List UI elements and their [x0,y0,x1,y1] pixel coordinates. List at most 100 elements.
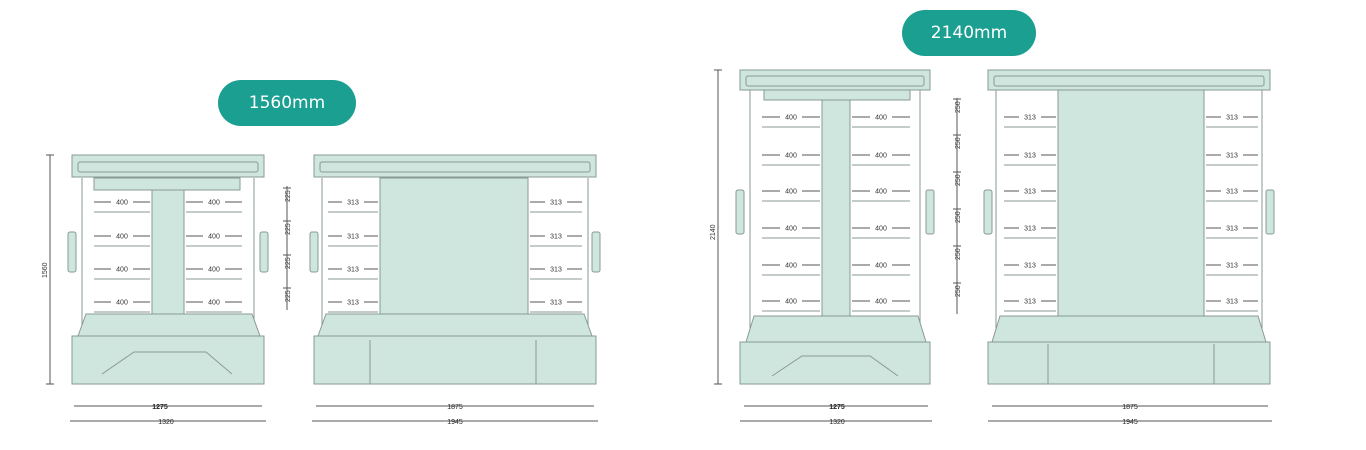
tall-side-view: 2140 400 400 400 400 400 400 400 400 400 400 400 40… [710,69,962,426]
tall-pitch-label-6: 250 [955,285,962,297]
tall-front-inner-width: 1875 [1122,404,1138,411]
tall-side-left-shelf-3-label: 400 [785,189,797,196]
tall-front-right-shelf-1-label-bg [1221,113,1243,121]
tall-front-left-shelf-6-label-bg [1019,297,1041,305]
short-pitch-label-2: 225 [285,223,292,235]
short-side-right-shelf-4-label: 400 [208,300,220,307]
short-side-left-shelf-3-label-bg [111,265,133,273]
tall-front-left-shelf-3-label-bg [1019,187,1041,195]
tall-front-right-shelf-3-label: 313 [1226,189,1238,196]
tall-front-left-shelf-5-label: 313 [1024,263,1036,270]
short-side-right-shelf-1-label: 400 [208,200,220,207]
short-front-right-shelf-2-label: 313 [550,234,562,241]
short-side-left-shelf-2-label: 400 [116,234,128,241]
short-front-right-shelf-1-label: 313 [550,200,562,207]
short-height-label: 1560 [42,262,49,278]
tall-front-right-shelf-6-label: 313 [1226,299,1238,306]
tall-side-left-shelf-6-label-bg [780,297,802,305]
tall-side-left-shelf-2-label: 400 [785,153,797,160]
tall-side-right-shelf-5-label: 400 [875,263,887,270]
short-front-left-shelf-3-label: 313 [347,267,359,274]
tall-pitch-label-5: 250 [955,248,962,260]
tall-side-right-shelf-3-label: 400 [875,189,887,196]
tall-side-left-shelf-5-label-bg [780,261,802,269]
tall-pitch-label-2: 250 [955,137,962,149]
tall-side-left-shelf-2-label-bg [780,151,802,159]
tall-pitch-label-3: 250 [955,174,962,186]
tall-side-right-shelf-1-label-bg [870,113,892,121]
tall-side-right-shelf-5-label-bg [870,261,892,269]
tall-side-right-shelf-3-label-bg [870,187,892,195]
short-side-right-shelf-2-label: 400 [208,234,220,241]
short-front-right-shelf-3-label: 313 [550,267,562,274]
tall-front-right-shelf-3-label-bg [1221,187,1243,195]
short-front-right-shelf-1-label-bg [545,198,567,206]
tall-front-left-shelf-1-label: 313 [1024,115,1036,122]
height-badge-2140: 2140mm [902,10,1036,56]
short-front-inner-width: 1875 [447,404,463,411]
tall-side-left-shelf-5-label: 400 [785,263,797,270]
short-front-right-shelf-4-label: 313 [550,300,562,307]
short-front-left-shelf-2-label-bg [342,232,364,240]
short-side-right-shelf-2-label-bg [203,232,225,240]
short-pitch-label-3: 225 [285,257,292,269]
short-front-left-shelf-3-label-bg [342,265,364,273]
tall-front-right-shelf-4-label: 313 [1226,226,1238,233]
tall-front-right-shelf-5-label-bg [1221,261,1243,269]
tall-front-left-shelf-1-label-bg [1019,113,1041,121]
tall-side-right-shelf-6-label: 400 [875,299,887,306]
tall-front-left-shelf-6-label: 313 [1024,299,1036,306]
tall-front-right-shelf-1-label: 313 [1226,115,1238,122]
short-front-left-shelf-2-label: 313 [347,234,359,241]
short-pitch-label-1: 225 [285,190,292,202]
short-side-left-shelf-4-label-bg [111,298,133,306]
tall-front-right-shelf-2-label-bg [1221,151,1243,159]
short-front-right-shelf-2-label-bg [545,232,567,240]
short-front-left-shelf-4-label-bg [342,298,364,306]
short-side-left-shelf-1-label-bg [111,198,133,206]
tall-front-left-shelf-2-label: 313 [1024,153,1036,160]
short-front-left-shelf-4-label: 313 [347,300,359,307]
tall-side-right-shelf-4-label-bg [870,224,892,232]
short-front-outer-width: 1945 [447,419,463,426]
short-side-left-shelf-4-label: 400 [116,300,128,307]
tall-front-left-shelf-4-label: 313 [1024,226,1036,233]
tall-side-left-shelf-4-label: 400 [785,226,797,233]
tall-pitch-label-4: 250 [955,211,962,223]
short-side-right-shelf-4-label-bg [203,298,225,306]
tall-front-left-shelf-2-label-bg [1019,151,1041,159]
short-side-inner-width: 1275 [152,404,168,411]
short-pitch-label-4: 225 [285,290,292,302]
tall-front-right-shelf-4-label-bg [1221,224,1243,232]
tall-side-right-shelf-6-label-bg [870,297,892,305]
short-front-view: 313 313 313 313 313 313 313 313 1875 1945 [309,154,601,426]
tall-side-left-shelf-1-label: 400 [785,115,797,122]
tall-front-right-shelf-6-label-bg [1221,297,1243,305]
short-side-outer-width: 1320 [158,419,174,426]
tall-side-right-shelf-1-label: 400 [875,115,887,122]
short-front-right-shelf-3-label-bg [545,265,567,273]
short-side-left-shelf-3-label: 400 [116,267,128,274]
tall-height-label: 2140 [710,224,717,240]
tall-side-left-shelf-4-label-bg [780,224,802,232]
tall-front-left-shelf-5-label-bg [1019,261,1041,269]
short-side-right-shelf-3-label-bg [203,265,225,273]
short-side-left-shelf-2-label-bg [111,232,133,240]
tall-pitch-label-1: 250 [955,101,962,113]
tall-front-left-shelf-4-label-bg [1019,224,1041,232]
tall-front-left-shelf-3-label: 313 [1024,189,1036,196]
tall-side-inner-width: 1275 [829,404,845,411]
tall-side-right-shelf-4-label: 400 [875,226,887,233]
short-side-right-shelf-1-label-bg [203,198,225,206]
short-front-left-shelf-1-label: 313 [347,200,359,207]
tall-side-left-shelf-6-label: 400 [785,299,797,306]
short-side-left-shelf-1-label: 400 [116,200,128,207]
short-front-left-shelf-1-label-bg [342,198,364,206]
tall-side-left-shelf-3-label-bg [780,187,802,195]
tall-side-outer-width: 1320 [829,419,845,426]
short-side-right-shelf-3-label: 400 [208,267,220,274]
tall-side-right-shelf-2-label: 400 [875,153,887,160]
